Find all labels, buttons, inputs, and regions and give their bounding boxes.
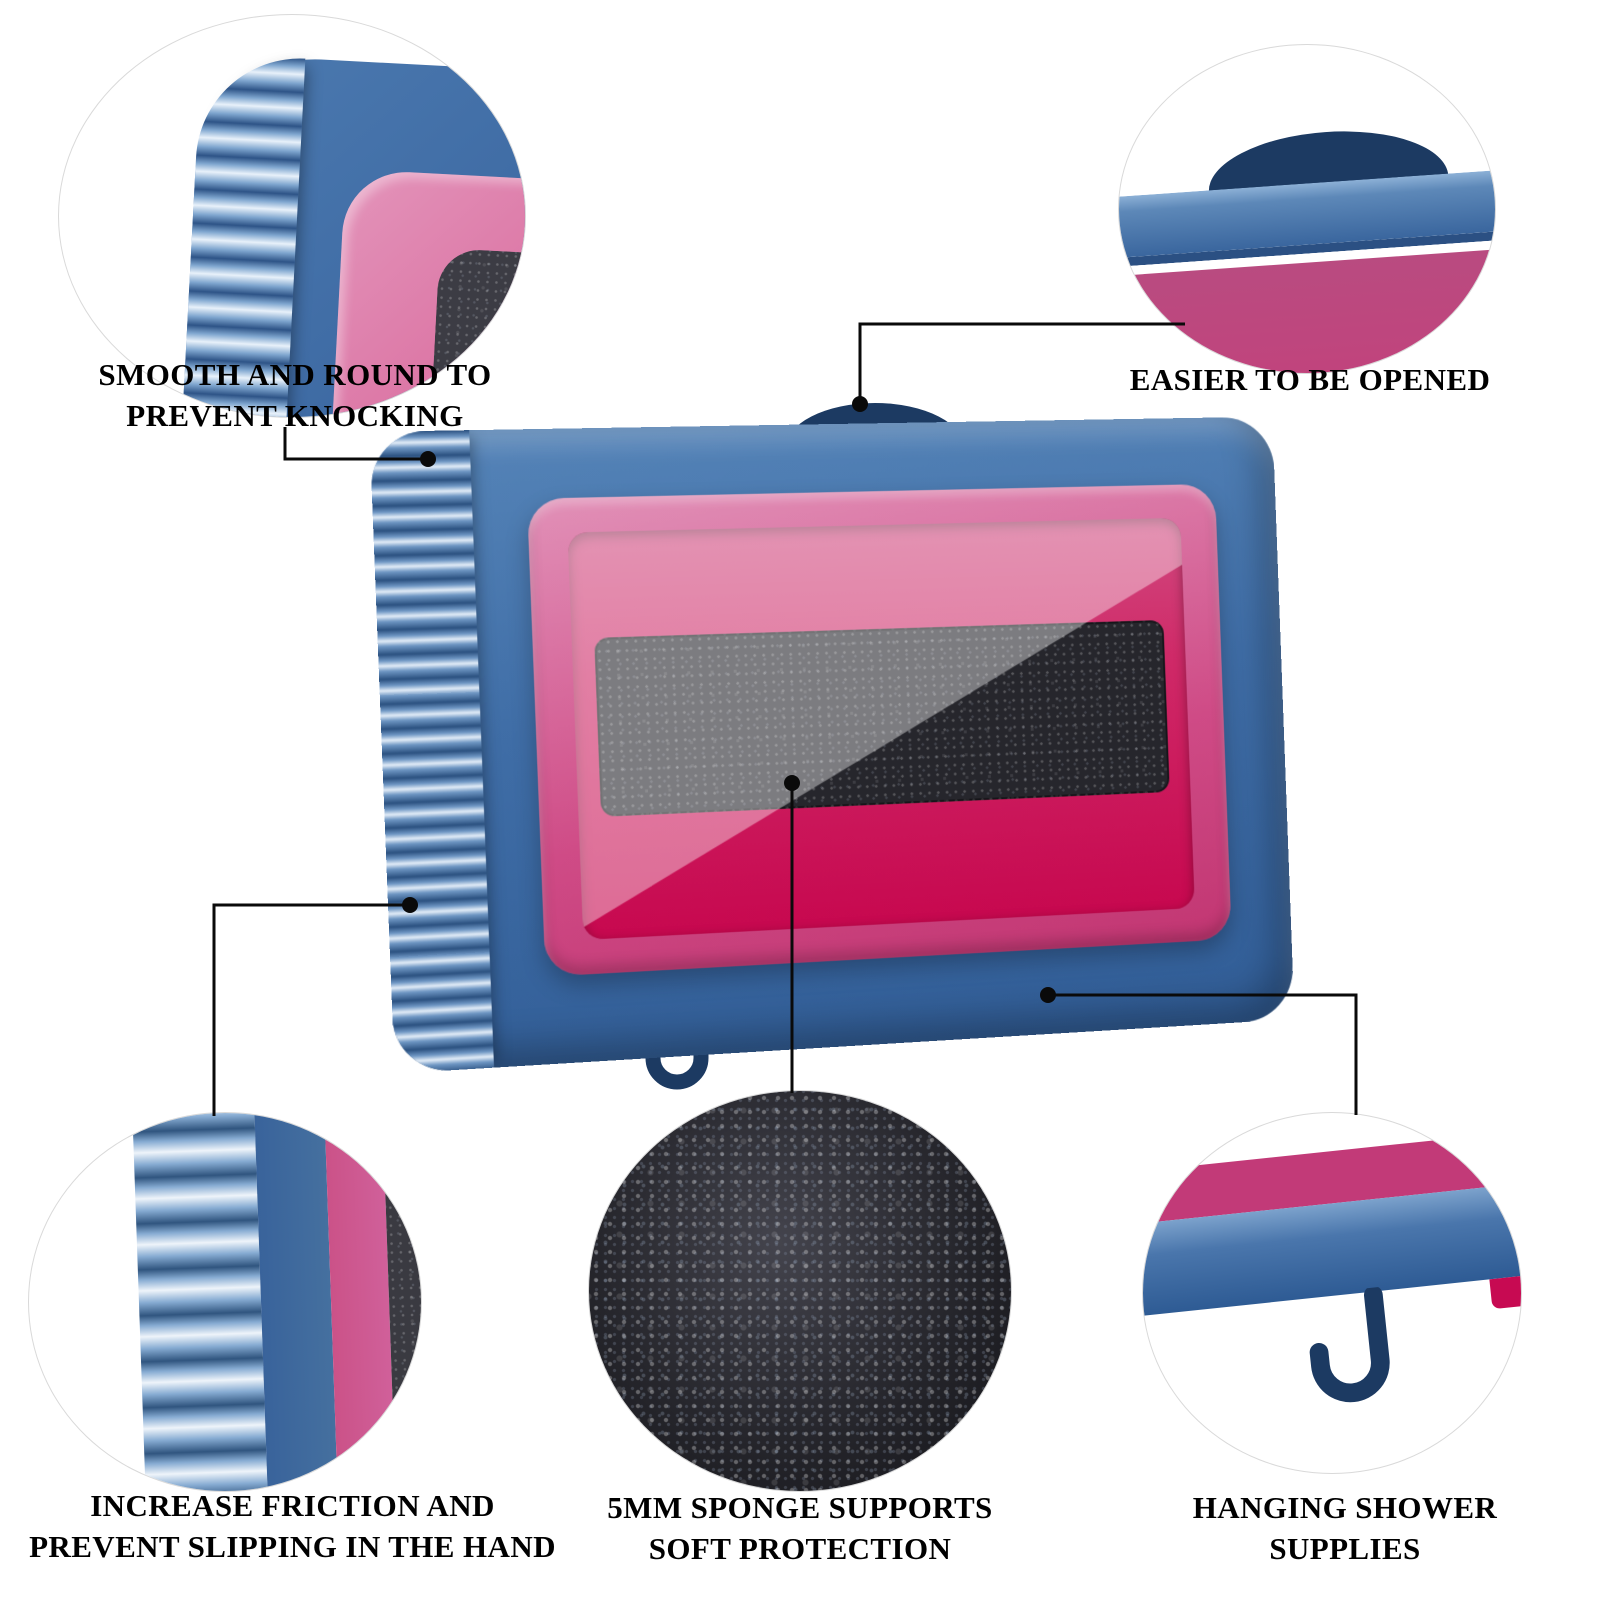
zoom-tab-pink-area <box>1119 244 1495 373</box>
label-smooth-round: SMOOTH AND ROUND TO PREVENT KNOCKING <box>60 355 530 437</box>
zoom-ribs-texture <box>131 1113 269 1491</box>
label-increase-friction: INCREASE FRICTION AND PREVENT SLIPPING I… <box>10 1486 575 1568</box>
sponge-macro-glitter <box>589 1091 1011 1491</box>
label-increase-friction-line2: PREVENT SLIPPING IN THE HAND <box>29 1528 556 1564</box>
zoom-friction-ribs <box>28 1112 422 1492</box>
label-easier-open: EASIER TO BE OPENED <box>1100 360 1520 401</box>
sponge-macro-base <box>589 1091 1011 1491</box>
label-hanging-supplies: HANGING SHOWER SUPPLIES <box>1140 1488 1550 1570</box>
zoom-tab-scene <box>1119 123 1495 373</box>
label-easier-open-line1: EASIER TO BE OPENED <box>1129 362 1491 397</box>
pink-seal-frame <box>526 483 1232 977</box>
label-hanging-supplies-line2: SUPPLIES <box>1269 1530 1421 1566</box>
shower-phone-holder <box>369 416 1295 1074</box>
callout-line-bottom-left <box>212 903 410 1116</box>
zoom-smooth-corner <box>58 14 526 418</box>
case-body <box>369 416 1295 1074</box>
zoom-hanging-hook <box>1142 1112 1522 1474</box>
label-smooth-round-line2: PREVENT KNOCKING <box>126 397 464 433</box>
zoom-hook-latch <box>1489 1273 1521 1310</box>
label-smooth-round-line1: SMOOTH AND ROUND TO <box>98 357 492 392</box>
label-increase-friction-line1: INCREASE FRICTION AND <box>90 1488 495 1523</box>
zoom-sponge-macro <box>588 1090 1012 1492</box>
label-sponge-protection-line2: SOFT PROTECTION <box>648 1530 952 1566</box>
label-hanging-supplies-line1: HANGING SHOWER <box>1192 1490 1498 1525</box>
product-hook-left <box>645 1000 709 1090</box>
ribbed-grip-edge <box>369 430 495 1074</box>
zoom-opening-tab <box>1118 44 1496 374</box>
screen-window <box>567 517 1195 940</box>
zoom-ribs-scene <box>29 1113 421 1491</box>
zoom-hook-icon <box>1309 1285 1390 1403</box>
label-sponge-protection: 5MM SPONGE SUPPORTS SOFT PROTECTION <box>575 1488 1025 1570</box>
label-sponge-protection-line1: 5MM SPONGE SUPPORTS <box>607 1490 993 1525</box>
zoom-hook-scene <box>1143 1126 1521 1473</box>
